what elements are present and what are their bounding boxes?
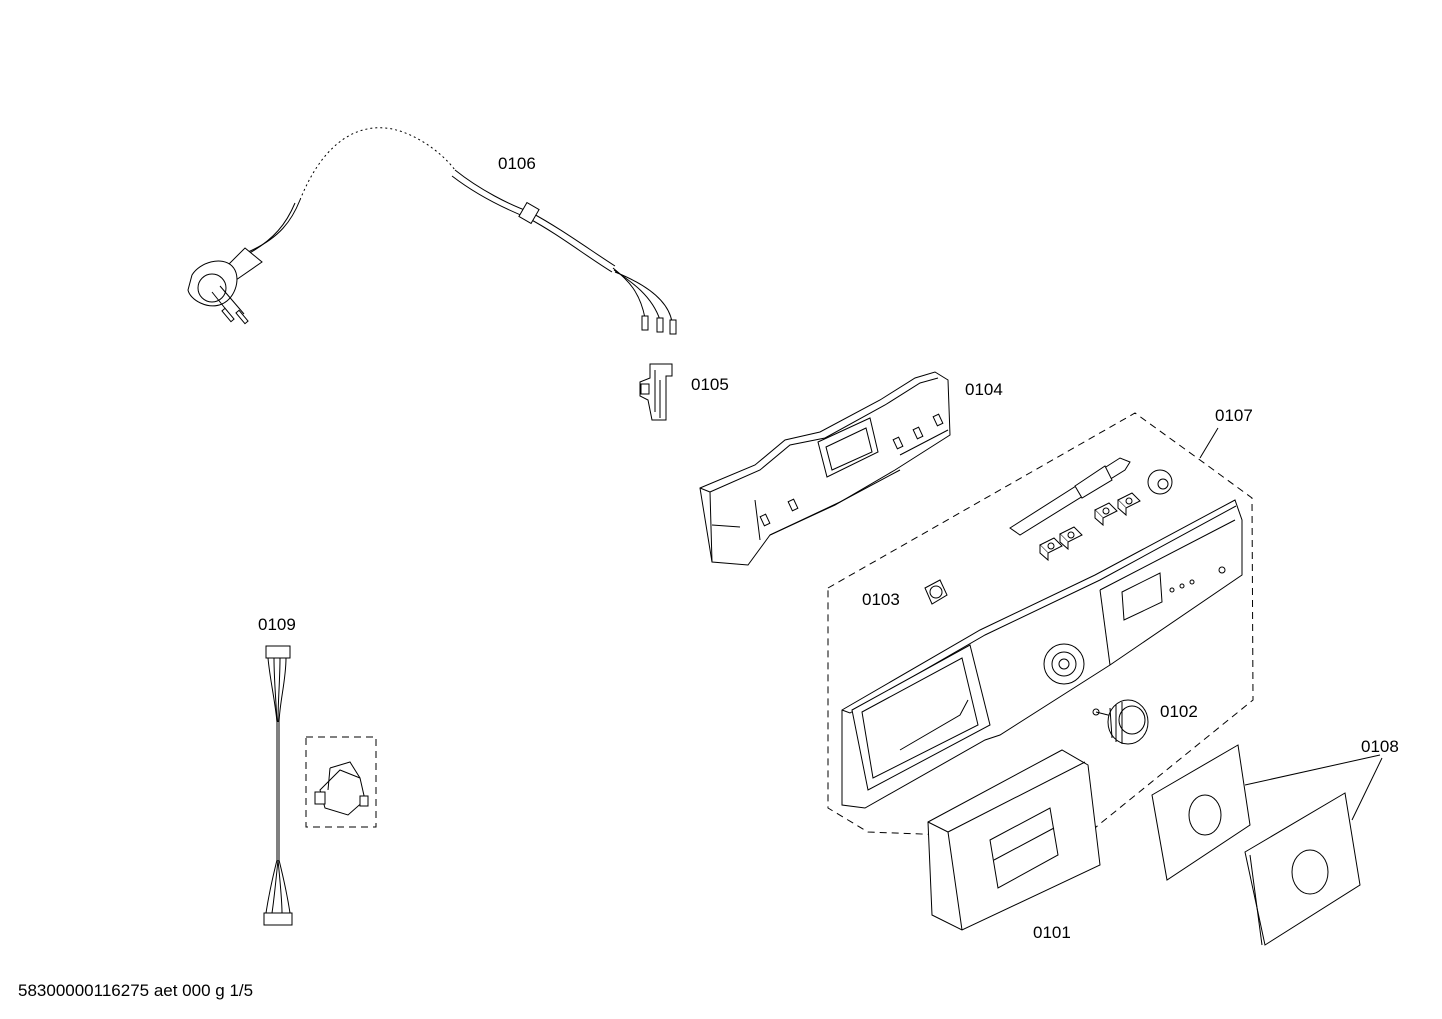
part-0107-fascia-panel-assembly: 0107 [827, 406, 1254, 841]
label-0107: 0107 [1215, 406, 1253, 425]
part-0104-control-module-housing: 0104 [699, 371, 1003, 566]
part-0105-connector-clip: 0105 [639, 363, 729, 421]
label-0108: 0108 [1361, 737, 1399, 756]
part-0106-power-cord: 0106 [187, 127, 677, 335]
part-0108-cover-plates: 0108 [1151, 737, 1399, 946]
label-0104: 0104 [965, 380, 1003, 399]
label-0102: 0102 [1160, 702, 1198, 721]
document-code: 58300000116275 aet 000 g 1/5 [18, 981, 254, 1000]
label-0105: 0105 [691, 375, 729, 394]
label-0109: 0109 [258, 615, 296, 634]
part-0101-detergent-drawer-handle: 0101 [927, 749, 1101, 942]
part-0102-selector-knob: 0102 [1092, 699, 1198, 745]
part-0103-button-cap: 0103 [862, 579, 948, 609]
label-0103: 0103 [862, 590, 900, 609]
label-0101: 0101 [1033, 923, 1071, 942]
label-0106: 0106 [498, 154, 536, 173]
part-0109-wiring-harness: 0109 [258, 615, 377, 926]
